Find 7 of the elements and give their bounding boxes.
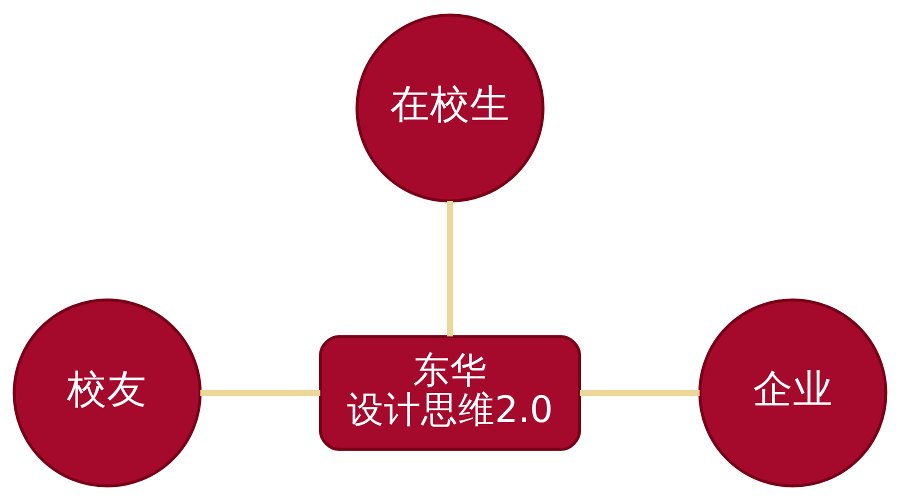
- node-box: 东华 设计思维2.0: [318, 334, 582, 450]
- connector: [200, 389, 320, 396]
- node-circle: 校友: [12, 298, 202, 487]
- node-circle: 在校生: [356, 13, 544, 202]
- connector: [446, 200, 454, 336]
- connector: [580, 389, 700, 396]
- node-circle: 企业: [698, 298, 888, 487]
